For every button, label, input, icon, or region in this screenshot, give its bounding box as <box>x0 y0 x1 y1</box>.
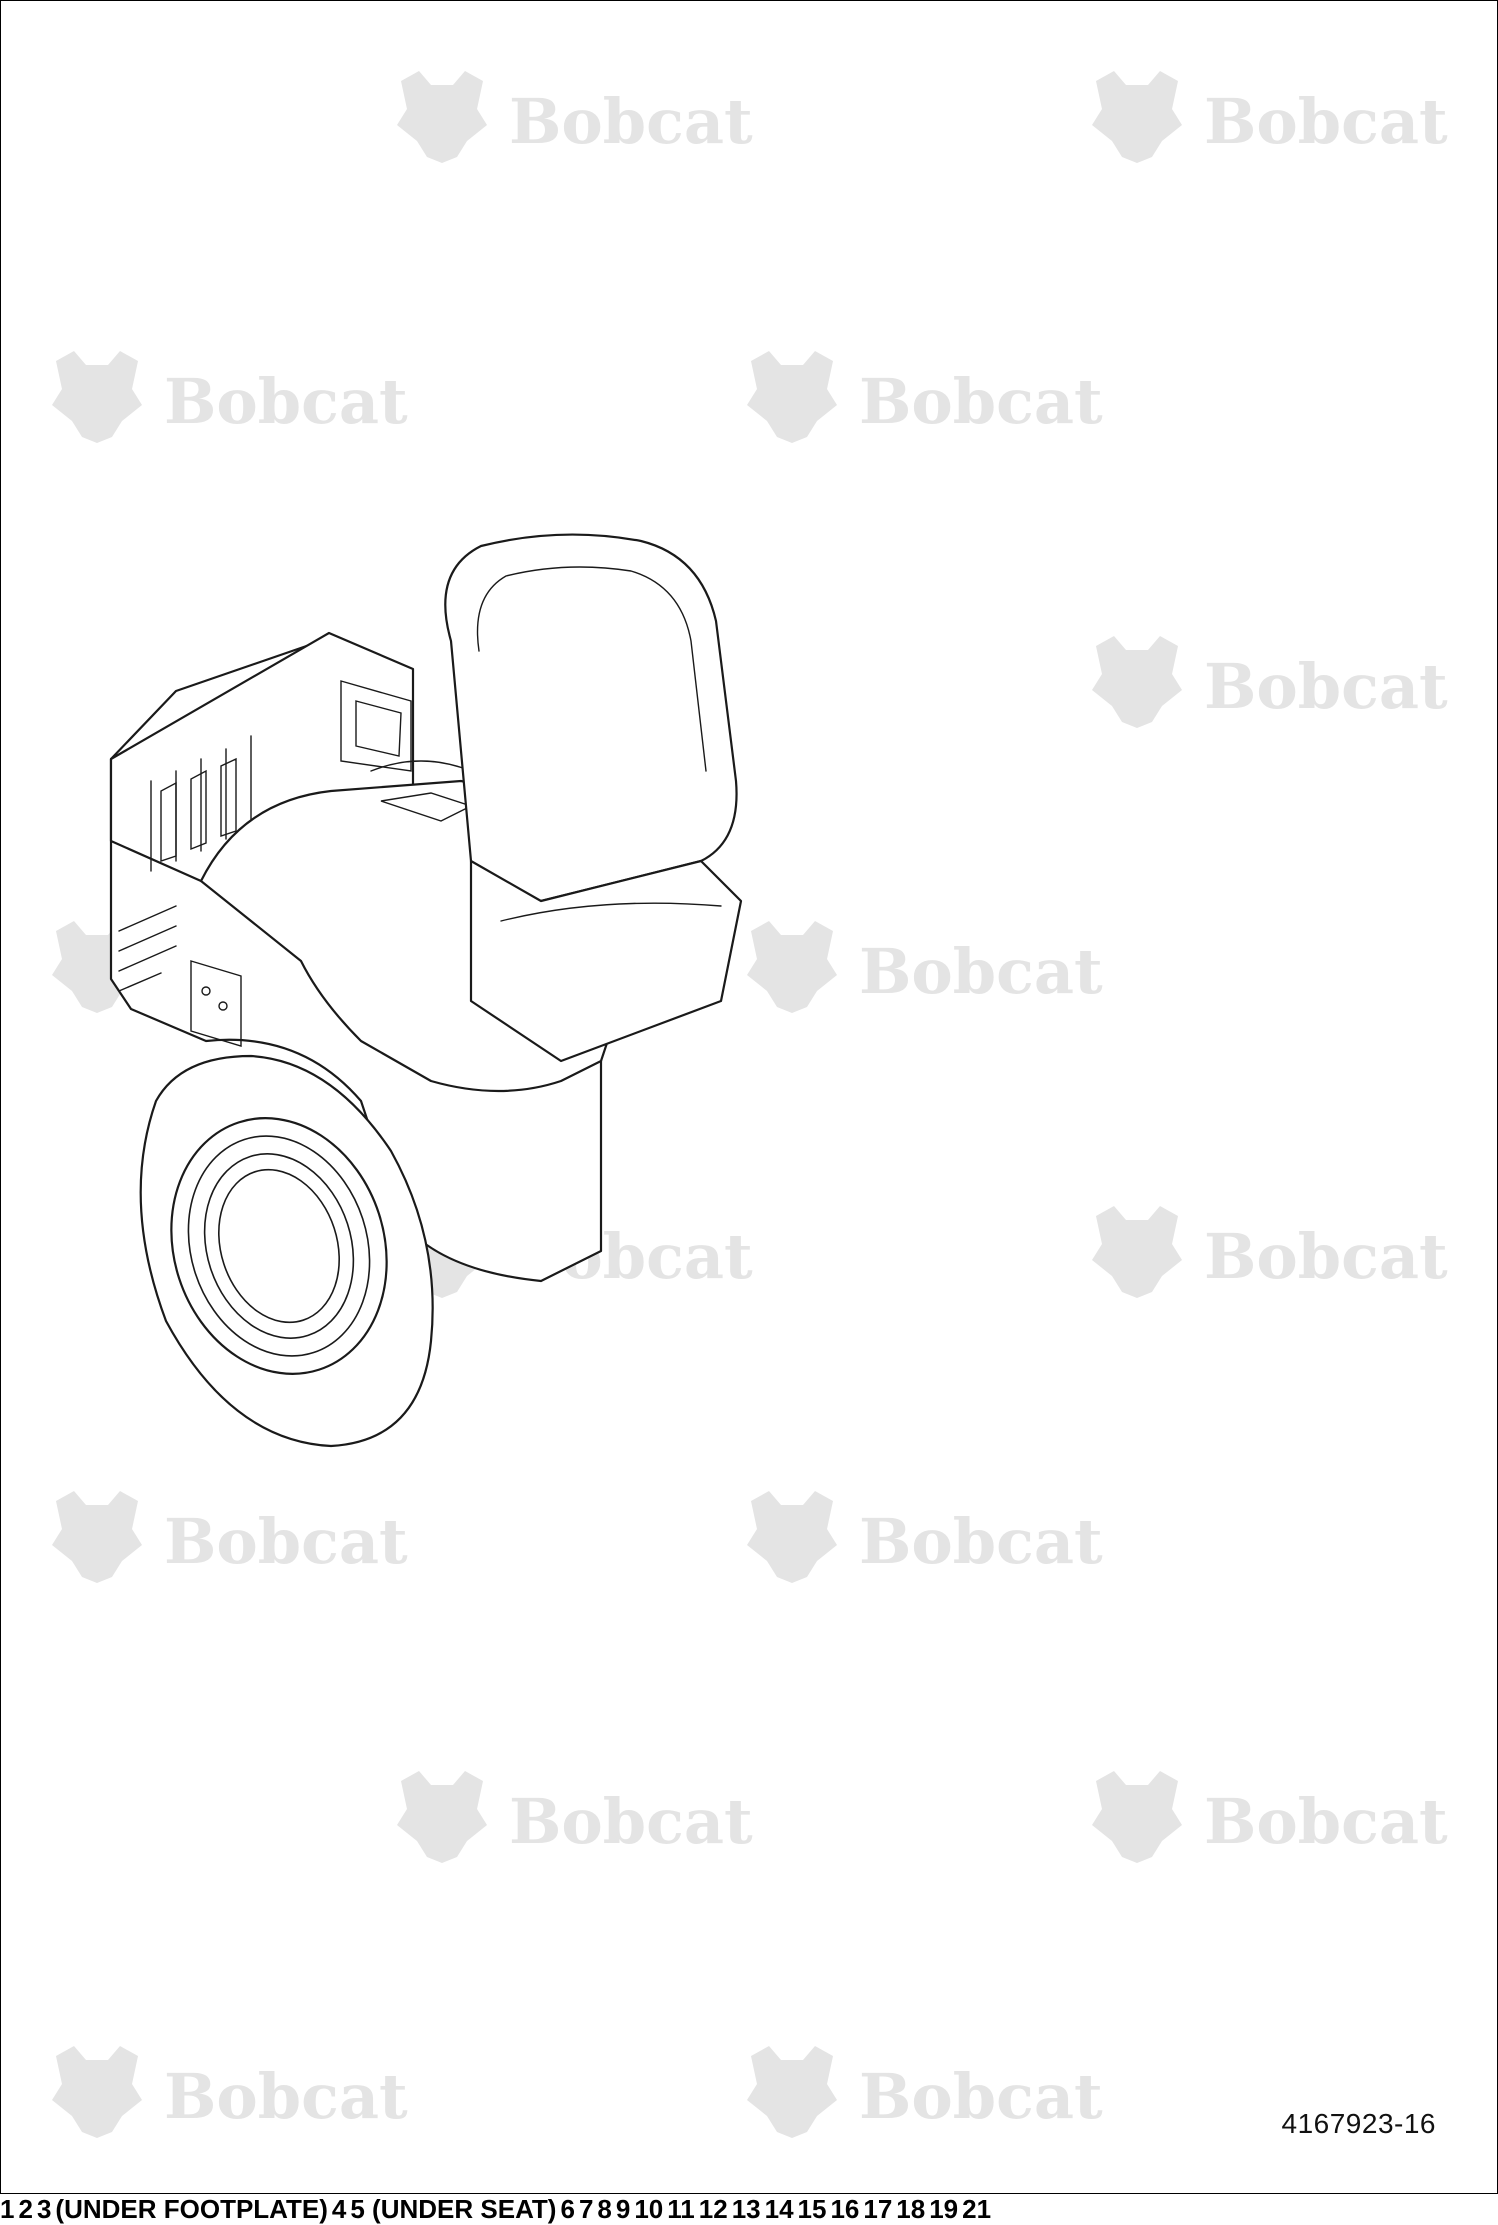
callout-labels: 1 2 3 (UNDER FOOTPLATE) 4 5 (UNDER SEAT)… <box>0 2205 991 2222</box>
callout-17: 17 <box>863 2194 892 2224</box>
bobcat-watermark-text: Bobcat <box>859 1505 1103 1578</box>
bobcat-watermark: Bobcat <box>747 1491 1103 1583</box>
callout-19: 19 <box>929 2194 958 2224</box>
callout-15: 15 <box>798 2194 827 2224</box>
bobcat-watermark-text: Bobcat <box>509 1785 753 1858</box>
operator-seat <box>445 535 741 1061</box>
figure-number: 4167923-16 <box>1282 2108 1436 2140</box>
callout-10: 10 <box>634 2194 663 2224</box>
callout-18: 18 <box>896 2194 925 2224</box>
callout-8: 8 <box>597 2194 611 2224</box>
bobcat-head-logo-icon <box>52 351 142 443</box>
callout-13: 13 <box>732 2194 761 2224</box>
callout-3: 3 <box>37 2194 51 2224</box>
control-console: 1 2 3 (UNDER FOOTPLATE) 4 5 (UNDER SEAT)… <box>0 2205 991 2222</box>
bobcat-watermark: Bobcat <box>52 2046 408 2138</box>
bobcat-head-logo-icon <box>52 1491 142 1583</box>
bobcat-watermark-text: Bobcat <box>859 365 1103 438</box>
callout-16: 16 <box>830 2194 859 2224</box>
bobcat-watermark-text: Bobcat <box>859 935 1103 1008</box>
bobcat-watermark-text: Bobcat <box>1204 85 1448 158</box>
bobcat-watermark-text: Bobcat <box>164 1505 408 1578</box>
bobcat-head-logo-icon <box>747 351 837 443</box>
bobcat-watermark: Bobcat <box>397 71 753 163</box>
bobcat-watermark-text: Bobcat <box>164 2060 408 2133</box>
callout-2: 2 <box>18 2194 32 2224</box>
bobcat-watermark-text: Bobcat <box>859 2060 1103 2133</box>
bobcat-watermark: Bobcat <box>1092 1771 1448 1863</box>
mower-illustration <box>111 535 741 1446</box>
bobcat-watermark-text: Bobcat <box>509 85 753 158</box>
bobcat-watermark: Bobcat <box>1092 71 1448 163</box>
callout-7: 7 <box>579 2194 593 2224</box>
callout-1: 1 <box>0 2194 14 2224</box>
bobcat-watermark-text: Bobcat <box>164 365 408 438</box>
bobcat-head-logo-icon <box>747 1491 837 1583</box>
callout-4: 4 <box>332 2194 346 2224</box>
bobcat-watermark-text: Bobcat <box>1204 1220 1448 1293</box>
bobcat-watermark-text: Bobcat <box>1204 1785 1448 1858</box>
callout-9: 9 <box>616 2194 630 2224</box>
callout-14: 14 <box>765 2194 794 2224</box>
callout-11: 11 <box>667 2194 695 2224</box>
hatched-frame-post: 1 2 3 (UNDER FOOTPLATE) 4 5 (UNDER SEAT)… <box>0 2205 991 2222</box>
bobcat-watermark: Bobcat <box>1092 636 1448 728</box>
bobcat-head-logo-icon <box>1092 636 1182 728</box>
callout-21: 21 <box>962 2194 991 2224</box>
bobcat-watermark: Bobcat <box>52 351 408 443</box>
bobcat-watermark: Bobcat <box>52 1491 408 1583</box>
bobcat-watermark-text: Bobcat <box>1204 650 1448 723</box>
callout-6: 6 <box>560 2194 574 2224</box>
callout-5: 5 (UNDER SEAT) <box>350 2194 556 2224</box>
callout-12: 12 <box>699 2194 728 2224</box>
bobcat-head-logo-icon <box>397 1771 487 1863</box>
bobcat-head-logo-icon <box>1092 1771 1182 1863</box>
bobcat-head-logo-icon <box>747 921 837 1013</box>
bobcat-head-logo-icon <box>747 2046 837 2138</box>
callout-3-note: (UNDER FOOTPLATE) <box>55 2194 328 2224</box>
bobcat-watermark: Bobcat <box>747 2046 1103 2138</box>
bobcat-head-logo-icon <box>397 71 487 163</box>
bobcat-watermark: Bobcat <box>747 351 1103 443</box>
bobcat-watermark: Bobcat <box>747 921 1103 1013</box>
bobcat-watermark: Bobcat <box>397 1771 753 1863</box>
bobcat-head-logo-icon <box>1092 1206 1182 1298</box>
bobcat-head-logo-icon <box>52 2046 142 2138</box>
bobcat-head-logo-icon <box>1092 71 1182 163</box>
bobcat-watermark: Bobcat <box>1092 1206 1448 1298</box>
